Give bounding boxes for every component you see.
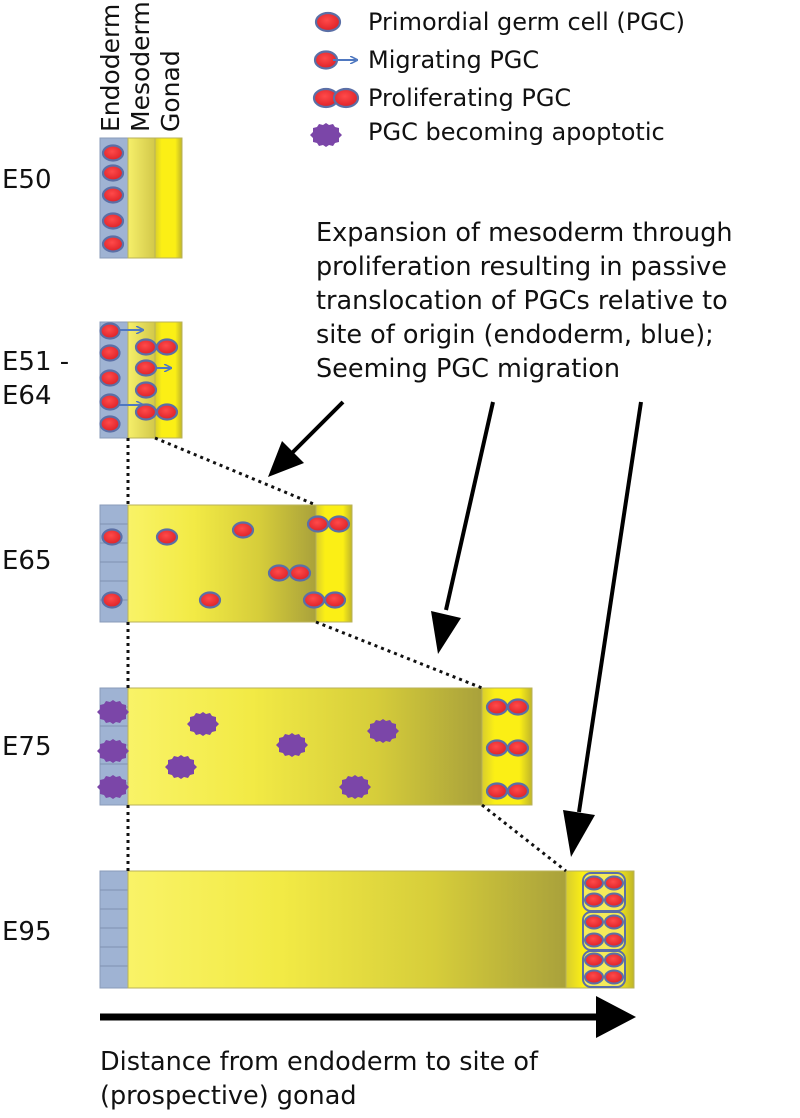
annotation-text: Expansion of mesoderm through proliferat… [316,218,733,384]
stage-e95-tissue [99,870,635,989]
dotted-connectors [126,436,567,873]
stage-e65-pgcs [101,515,351,609]
annotation-arrows [268,400,643,857]
legend-proliferating-label: Proliferating PGC [368,84,572,112]
legend-pgc-label: Primordial germ cell (PGC) [368,8,685,36]
stage-e65-tissue [99,504,353,623]
stage-label-e50: E50 [2,165,52,195]
column-label-mesoderm: Mesoderm [126,1,155,132]
column-label-endoderm: Endoderm [96,3,125,132]
stage-e50-pgcs [101,144,125,253]
distance-axis-arrow [100,996,636,1038]
apoptotic-pgc-legend-icon [310,123,342,147]
stage-label-e95: E95 [2,917,52,947]
stage-e75-gonad-pgcs [485,698,530,800]
stage-e51-pgcs [99,322,179,433]
pgc-legend-icon [314,11,342,33]
stage-label-e65: E65 [2,546,52,576]
stage-label-e75: E75 [2,732,52,762]
migrating-pgc-legend-icon [313,50,356,70]
proliferating-pgc-legend-icon [312,87,360,109]
stage-e50-tissue [99,137,183,259]
stage-label-e51-e64: E51 - E64 [2,347,70,411]
legend-apoptotic-label: PGC becoming apoptotic [368,118,665,146]
column-label-gonad: Gonad [156,50,185,132]
stage-e75-apoptotic-pgcs [97,700,399,799]
axis-caption: Distance from endoderm to site of (prosp… [100,1047,538,1111]
legend-migrating-label: Migrating PGC [368,46,540,74]
legend [310,11,360,147]
stage-e95-gonad-cysts [582,872,626,988]
stage-e75-tissue [99,687,533,806]
